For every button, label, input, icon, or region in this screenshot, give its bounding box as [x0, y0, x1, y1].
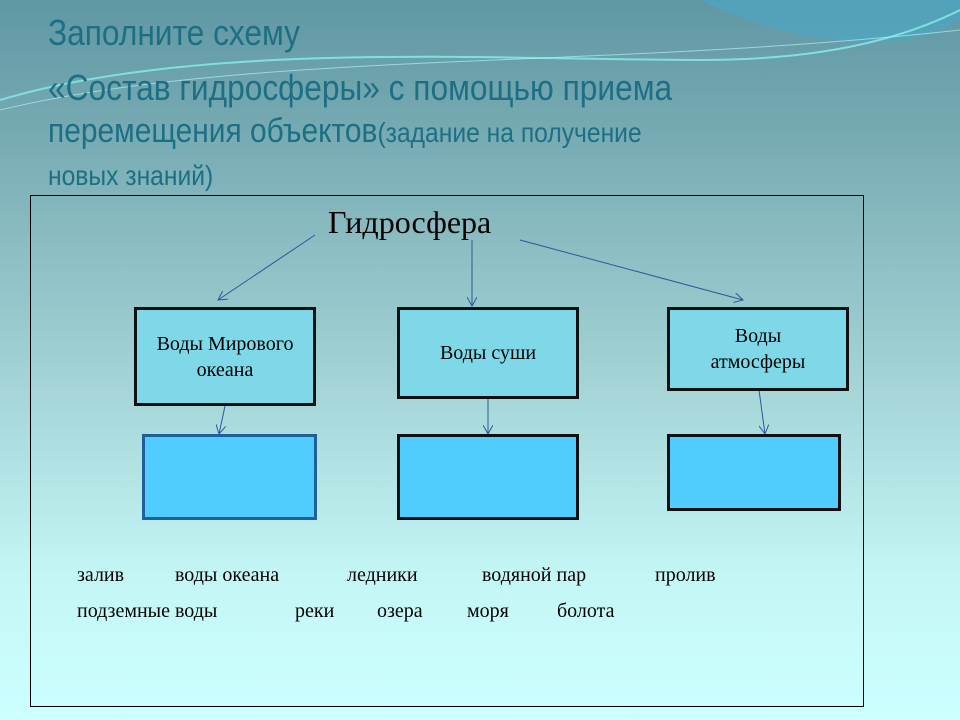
word-card[interactable]: моря: [467, 600, 509, 622]
word-card[interactable]: реки: [295, 600, 335, 622]
title-line-3-main: перемещения объектов: [48, 112, 378, 150]
word-card[interactable]: пролив: [655, 564, 716, 586]
drop-slot-ocean[interactable]: [142, 434, 317, 520]
word-card[interactable]: воды океана: [175, 564, 280, 586]
title-line-2: «Состав гидросферы» с помощью приема: [48, 67, 673, 108]
root-node-hydrosphere: Гидросфера: [328, 204, 492, 240]
arrow-atmosphere-to-slot: [758, 389, 765, 434]
box-land-waters: Воды суши: [397, 307, 579, 399]
drop-slot-atmosphere[interactable]: [667, 434, 841, 511]
word-card[interactable]: болота: [557, 600, 615, 622]
arrow-root-to-atmosphere: [519, 239, 743, 300]
word-card[interactable]: подземные воды: [77, 600, 218, 622]
arrow-ocean-to-slot: [219, 405, 225, 434]
word-card[interactable]: водяной пар: [482, 564, 587, 586]
word-card[interactable]: залив: [77, 564, 125, 586]
word-card[interactable]: ледники: [347, 564, 418, 586]
title-line-1: Заполните схему: [48, 12, 301, 53]
title-line-3: перемещения объектов(задание на получени…: [48, 112, 642, 151]
box-atmosphere-waters: Воды атмосферы: [667, 307, 849, 391]
diagram-frame: [30, 195, 864, 707]
word-card[interactable]: озера: [377, 600, 423, 622]
arrow-root-to-ocean: [218, 234, 316, 300]
background-wave: [0, 0, 960, 111]
title-line-4: новых знаний): [48, 160, 214, 191]
drop-slot-land[interactable]: [397, 434, 579, 520]
title-line-3-sub: (задание на получение: [377, 117, 642, 148]
box-ocean-waters: Воды Мирового океана: [134, 307, 316, 406]
